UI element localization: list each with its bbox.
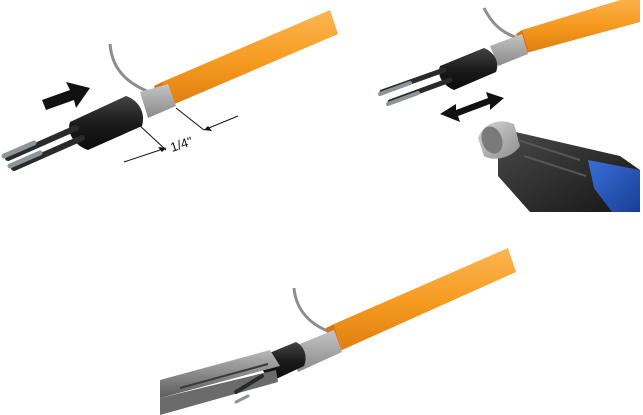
conductors — [378, 67, 453, 106]
step-2-panel — [378, 0, 640, 212]
heat-gun-icon — [478, 121, 640, 212]
step-3-panel — [160, 248, 516, 415]
step-1-panel: 1/4" — [1, 10, 338, 171]
push-right-arrow — [42, 82, 90, 110]
heat-shrink-sleeve — [260, 342, 306, 380]
drain-wire — [108, 43, 161, 98]
heating-cable — [154, 10, 338, 108]
double-arrow-left-right — [440, 92, 504, 122]
braid-section — [490, 34, 528, 66]
braid-section — [140, 84, 176, 118]
heat-shrink-sleeve — [69, 96, 144, 150]
crimping-pliers-icon — [160, 350, 280, 415]
heating-cable — [326, 248, 516, 352]
dimension-marker: 1/4" — [123, 107, 239, 163]
dimension-label: 1/4" — [168, 133, 195, 154]
heating-cable — [516, 0, 640, 54]
conductors — [1, 125, 85, 171]
heat-shrink-sleeve — [438, 48, 498, 90]
